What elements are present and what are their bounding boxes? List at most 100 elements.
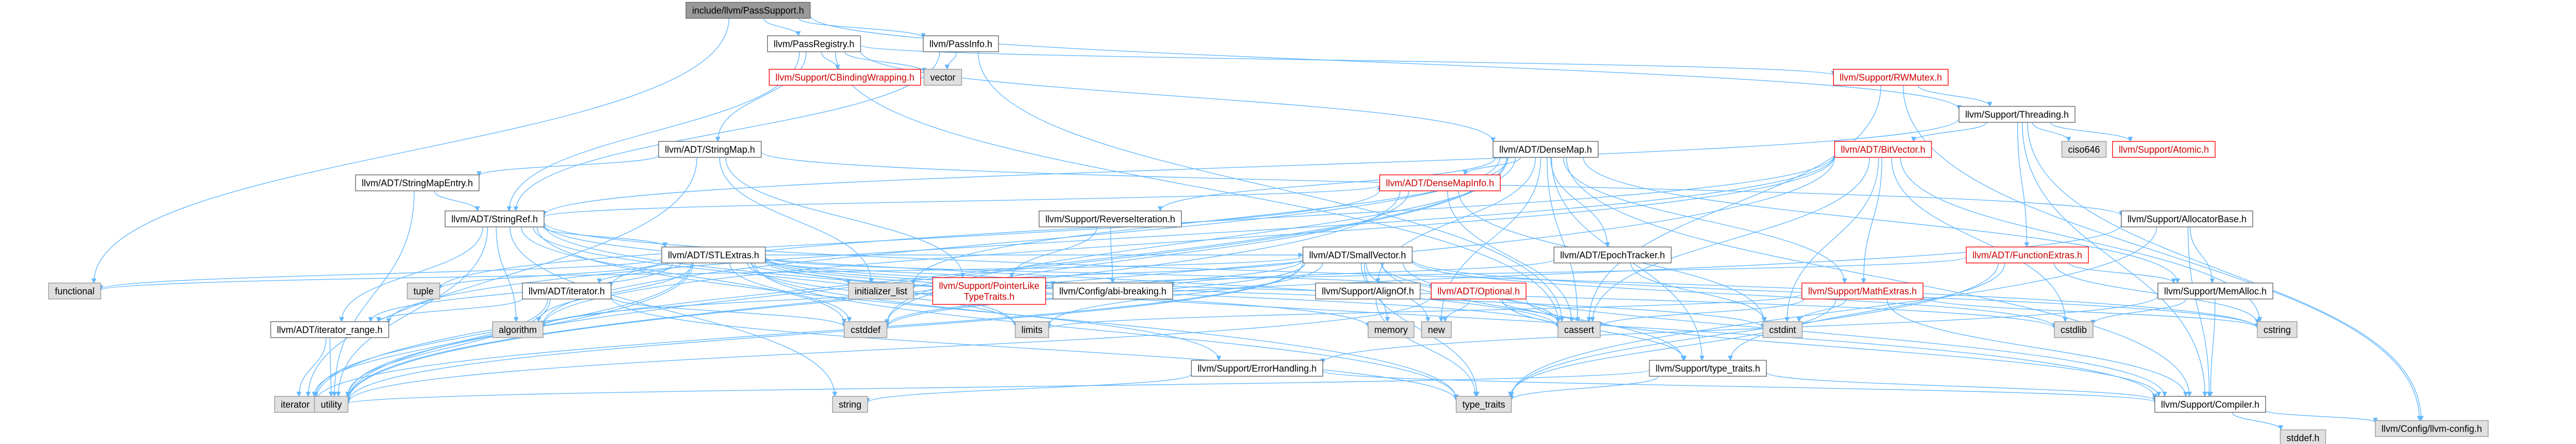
node-llvm-adt-stringmap-h[interactable]: llvm/ADT/StringMap.h [658, 141, 762, 158]
edge-allocbase-to-compiler [2188, 227, 2212, 397]
node-box [445, 210, 545, 228]
node-ciso646[interactable]: ciso646 [2061, 141, 2107, 158]
node-label: string [839, 399, 861, 409]
node-llvm-support-compiler-h[interactable]: llvm/Support/Compiler.h [2154, 396, 2266, 413]
node-box [1553, 246, 1672, 264]
node-llvm-adt-epochtracker-h[interactable]: llvm/ADT/EpochTracker.h [1553, 246, 1672, 264]
node-label: llvm/ADT/EpochTracker.h [1560, 250, 1665, 260]
node-cstddef[interactable]: cstddef [843, 321, 888, 338]
edge-bitvector-to-mathextras [1861, 157, 1883, 284]
node-llvm-passinfo-h[interactable]: llvm/PassInfo.h [923, 35, 999, 53]
edge-adtiter-to-utility [345, 299, 551, 397]
node-cstdint[interactable]: cstdint [1762, 321, 1803, 338]
edge-mathextras-to-limits [1046, 293, 1803, 330]
node-llvm-config-llvm-config-h[interactable]: llvm/Config/llvm-config.h [2375, 420, 2489, 437]
node-cstring[interactable]: cstring [2257, 321, 2298, 338]
node-label: llvm/Support/MemAlloc.h [2164, 286, 2266, 296]
node-label: cstdint [1769, 325, 1796, 335]
edge-stringmap-to-ptrlike [725, 157, 965, 278]
edge-compiler-to-llvmcfg [2265, 410, 2378, 423]
node-label: llvm/ADT/Optional.h [1437, 286, 1520, 296]
node-box [270, 321, 389, 338]
node-label: new [1428, 325, 1445, 335]
edge-bitvector-to-cassert [1590, 157, 1870, 322]
node-stddef-h[interactable]: stddef.h [2280, 429, 2326, 444]
edge-densemap-to-compiler [1566, 157, 2192, 397]
node-llvm-support-atomic-h[interactable]: llvm/Support/Atomic.h [2112, 141, 2216, 158]
node-llvm-adt-iterator-h[interactable]: llvm/ADT/iterator.h [522, 282, 612, 300]
edge-threading-to-compiler [2022, 122, 2208, 397]
node-box [923, 35, 999, 53]
node-box [355, 174, 480, 192]
node-box [2112, 141, 2216, 158]
node-llvm-support-alignof-h[interactable]: llvm/Support/AlignOf.h [1315, 282, 1421, 300]
node-llvm-adt-densemapinfo-h[interactable]: llvm/ADT/DenseMapInfo.h [1379, 174, 1501, 192]
node-utility[interactable]: utility [314, 396, 349, 413]
node-vector[interactable]: vector [923, 69, 962, 86]
edge-stringref-to-compiler [544, 224, 2158, 399]
node-new[interactable]: new [1421, 321, 1452, 338]
node-include-llvm-passsupport-h[interactable]: include/llvm/PassSupport.h [685, 2, 811, 19]
edge-densemap-to-utility [345, 157, 1508, 402]
node-llvm-config-abi-breaking-h[interactable]: llvm/Config/abi-breaking.h [1053, 282, 1173, 300]
node-limits[interactable]: limits [1014, 321, 1049, 338]
node-box [314, 396, 349, 413]
node-string[interactable]: string [832, 396, 868, 413]
edge-epoch-to-cstdint [1630, 263, 1767, 322]
node-box [2280, 429, 2326, 444]
node-algorithm[interactable]: algorithm [492, 321, 544, 338]
node-label: llvm/Support/CBindingWrapping.h [775, 72, 914, 82]
node-label: utility [320, 399, 342, 409]
edge-passinfo-to-vector [944, 52, 957, 70]
node-label: llvm/ADT/DenseMapInfo.h [1386, 178, 1494, 188]
node-llvm-support-threading-h[interactable]: llvm/Support/Threading.h [1958, 106, 2076, 123]
node-llvm-adt-stlextras-h[interactable]: llvm/ADT/STLExtras.h [661, 246, 766, 264]
node-llvm-support-reverseiteration-h[interactable]: llvm/Support/ReverseIteration.h [1039, 210, 1182, 228]
node-box [2121, 210, 2253, 228]
node-llvm-adt-optional-h[interactable]: llvm/ADT/Optional.h [1431, 282, 1527, 300]
node-label: llvm/PassInfo.h [929, 39, 992, 49]
node-llvm-support-memalloc-h[interactable]: llvm/Support/MemAlloc.h [2157, 282, 2274, 300]
node-llvm-support-errorhandling-h[interactable]: llvm/Support/ErrorHandling.h [1191, 360, 1324, 377]
node-initializer-list[interactable]: initializer_list [848, 282, 914, 300]
node-cstdlib[interactable]: cstdlib [2054, 321, 2094, 338]
node-iterator[interactable]: iterator [274, 396, 316, 413]
node-box [1302, 246, 1413, 264]
edge-smallvec-to-algorithm [540, 260, 1303, 328]
node-llvm-support-cbindingwrapping-h[interactable]: llvm/Support/CBindingWrapping.h [769, 69, 921, 86]
edge-funcextras-to-memalloc [2069, 263, 2176, 284]
node-label: llvm/Support/ReverseIteration.h [1045, 214, 1175, 224]
node-functional[interactable]: functional [48, 282, 101, 300]
node-cassert[interactable]: cassert [1557, 321, 1601, 338]
dependency-nodes: include/llvm/PassSupport.h llvm/PassRegis… [48, 2, 2489, 444]
edge-memalloc-to-cstdlib [2090, 299, 2187, 325]
node-memory[interactable]: memory [1367, 321, 1415, 338]
node-llvm-passregistry-h[interactable]: llvm/PassRegistry.h [767, 35, 861, 53]
node-llvm-adt-densemap-h[interactable]: llvm/ADT/DenseMap.h [1493, 141, 1599, 158]
node-llvm-support-mathextras-h[interactable]: llvm/Support/MathExtras.h [1801, 282, 1924, 300]
node-llvm-adt-iterator-range-h[interactable]: llvm/ADT/iterator_range.h [270, 321, 389, 338]
edge-optional-to-utility [345, 296, 1432, 403]
node-llvm-adt-functionextras-h[interactable]: llvm/ADT/FunctionExtras.h [1965, 246, 2089, 264]
node-tuple[interactable]: tuple [406, 282, 440, 300]
edge-stringref-to-cstddef [521, 227, 847, 324]
edge-errhandling-to-compiler [1322, 370, 2157, 403]
node-llvm-support-type-traits-h[interactable]: llvm/Support/type_traits.h [1649, 360, 1767, 377]
edge-iterrange-to-iterator [296, 337, 327, 397]
edge-smallvec-to-functional [98, 256, 1303, 291]
node-box [2375, 420, 2489, 437]
edge-smallvec-to-utility [345, 263, 1303, 403]
edge-optional-to-cassert [1499, 299, 1561, 322]
node-llvm-adt-stringref-h[interactable]: llvm/ADT/StringRef.h [445, 210, 545, 228]
node-llvm-support-rwmutex-h[interactable]: llvm/Support/RWMutex.h [1833, 69, 1949, 86]
node-type-traits[interactable]: type_traits [1455, 396, 1512, 413]
node-llvm-adt-stringmapentry-h[interactable]: llvm/ADT/StringMapEntry.h [355, 174, 480, 192]
node-box [492, 321, 544, 338]
node-llvm-adt-smallvector-h[interactable]: llvm/ADT/SmallVector.h [1302, 246, 1413, 264]
node-llvm-support-allocatorbase-h[interactable]: llvm/Support/AllocatorBase.h [2121, 210, 2253, 228]
node-label: llvm/Support/Threading.h [1965, 109, 2069, 119]
edge-smallvec-to-limits [1046, 263, 1324, 327]
node-llvm-adt-bitvector-h[interactable]: llvm/ADT/BitVector.h [1834, 141, 1932, 158]
edge-funcextras-to-typetraits [1509, 263, 1999, 398]
